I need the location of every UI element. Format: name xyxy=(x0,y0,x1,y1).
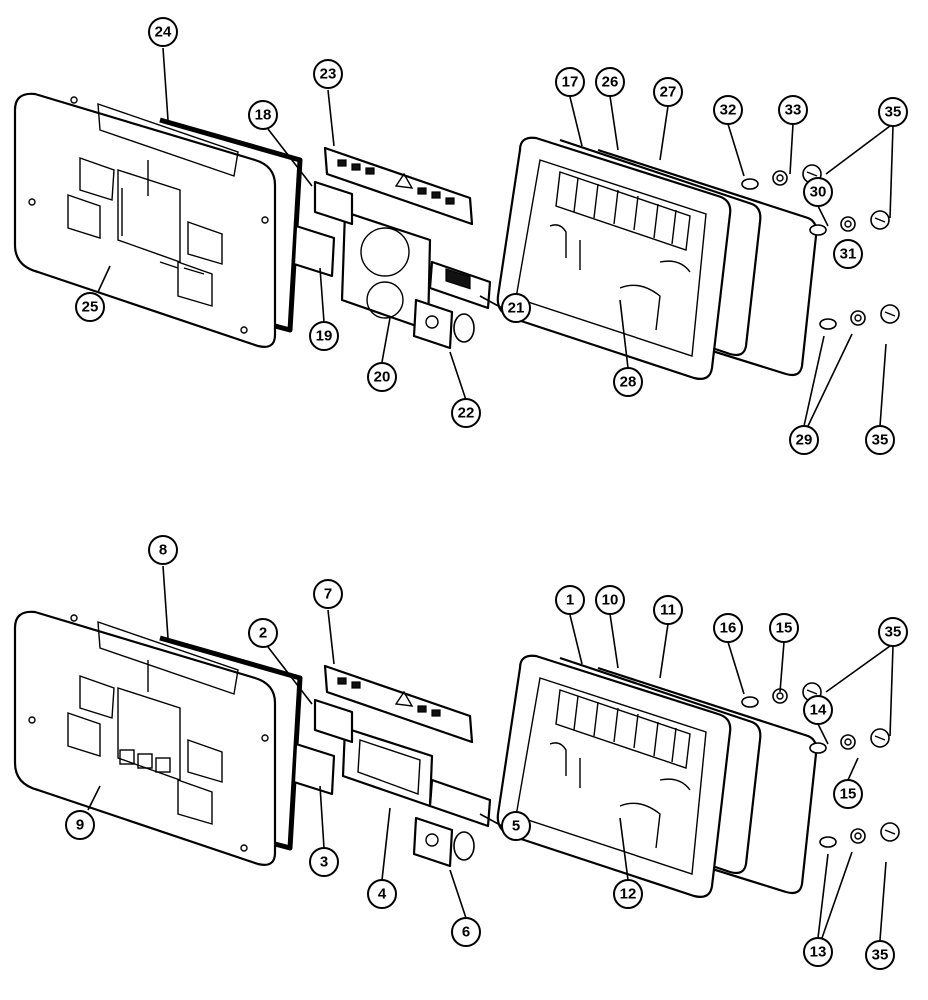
svg-text:33: 33 xyxy=(785,102,802,119)
callout-9: 9 xyxy=(65,810,95,840)
top-assembly xyxy=(13,92,900,380)
svg-text:15: 15 xyxy=(776,620,793,637)
svg-text:27: 27 xyxy=(660,84,677,101)
svg-text:4: 4 xyxy=(378,886,387,903)
svg-text:13: 13 xyxy=(810,944,827,961)
svg-text:16: 16 xyxy=(720,620,737,637)
callout-17: 17 xyxy=(555,67,585,97)
svg-text:29: 29 xyxy=(796,432,813,449)
cover-panel-top xyxy=(13,92,277,348)
callout-15: 15 xyxy=(769,613,799,643)
callout-23: 23 xyxy=(313,59,343,89)
svg-text:10: 10 xyxy=(602,592,619,609)
cover-panel-bottom xyxy=(13,610,277,866)
svg-text:20: 20 xyxy=(374,369,391,386)
svg-text:3: 3 xyxy=(320,854,328,871)
switch-module-18 xyxy=(313,180,354,226)
svg-text:32: 32 xyxy=(720,102,737,119)
bulb-set-top-3 xyxy=(819,304,900,330)
callout-35: 35 xyxy=(878,97,908,127)
callout-15: 15 xyxy=(833,779,863,809)
callout-26: 26 xyxy=(595,67,625,97)
callout-14: 14 xyxy=(803,695,833,725)
svg-text:22: 22 xyxy=(458,405,475,422)
svg-text:25: 25 xyxy=(82,299,99,316)
svg-text:8: 8 xyxy=(159,542,167,559)
svg-text:31: 31 xyxy=(840,246,857,263)
svg-text:12: 12 xyxy=(620,886,637,903)
callout-25: 25 xyxy=(75,292,105,322)
svg-text:6: 6 xyxy=(462,924,470,941)
callout-6: 6 xyxy=(451,917,481,947)
housing-top xyxy=(496,136,818,380)
callout-11: 11 xyxy=(653,595,683,625)
callouts: 24 23 18 17 26 27 32 33 35 30 31 25 19 2… xyxy=(65,17,908,970)
callout-10: 10 xyxy=(595,585,625,615)
callout-16: 16 xyxy=(713,613,743,643)
svg-text:11: 11 xyxy=(660,602,676,619)
callout-7: 7 xyxy=(313,579,343,609)
callout-1: 1 xyxy=(555,585,585,615)
callout-12: 12 xyxy=(613,879,643,909)
connector-22 xyxy=(412,298,454,350)
svg-text:9: 9 xyxy=(76,817,84,834)
warning-lamps xyxy=(337,159,455,205)
bottom-assembly xyxy=(13,610,900,898)
svg-text:18: 18 xyxy=(255,107,272,124)
callout-21: 21 xyxy=(501,293,531,323)
callout-31: 31 xyxy=(833,239,863,269)
svg-text:2: 2 xyxy=(259,625,267,642)
svg-text:23: 23 xyxy=(320,66,337,83)
callout-35: 35 xyxy=(865,425,895,455)
svg-text:24: 24 xyxy=(155,24,172,41)
connector-6 xyxy=(412,816,454,868)
callout-20: 20 xyxy=(367,362,397,392)
svg-text:7: 7 xyxy=(324,586,332,603)
svg-text:26: 26 xyxy=(602,74,619,91)
svg-text:17: 17 xyxy=(562,74,579,91)
callout-18: 18 xyxy=(248,100,278,130)
callout-13: 13 xyxy=(803,937,833,967)
housing-bottom xyxy=(496,654,818,898)
callout-2: 2 xyxy=(248,618,278,648)
svg-text:30: 30 xyxy=(810,184,827,201)
callout-3: 3 xyxy=(309,847,339,877)
callout-24: 24 xyxy=(148,17,178,47)
svg-text:35: 35 xyxy=(872,432,889,449)
callout-27: 27 xyxy=(653,77,683,107)
callout-5: 5 xyxy=(501,811,531,841)
callout-8: 8 xyxy=(148,535,178,565)
svg-text:14: 14 xyxy=(810,702,827,719)
svg-text:35: 35 xyxy=(885,104,902,121)
callout-35: 35 xyxy=(865,940,895,970)
svg-text:21: 21 xyxy=(508,300,525,317)
svg-text:35: 35 xyxy=(885,624,902,641)
svg-text:35: 35 xyxy=(872,947,889,964)
svg-text:15: 15 xyxy=(840,786,857,803)
callout-29: 29 xyxy=(789,425,819,455)
callout-19: 19 xyxy=(309,321,339,351)
bulb-set-bottom-3 xyxy=(819,822,900,848)
callout-22: 22 xyxy=(451,398,481,428)
callout-33: 33 xyxy=(778,95,808,125)
svg-text:5: 5 xyxy=(512,818,520,835)
connector-5 xyxy=(428,778,492,828)
callout-30: 30 xyxy=(803,177,833,207)
switch-module-2 xyxy=(313,698,354,744)
svg-text:1: 1 xyxy=(566,592,574,609)
callout-32: 32 xyxy=(713,95,743,125)
callout-35: 35 xyxy=(878,617,908,647)
callout-4: 4 xyxy=(367,879,397,909)
switch-module-19 xyxy=(292,224,336,278)
svg-text:19: 19 xyxy=(316,328,333,345)
svg-text:28: 28 xyxy=(620,374,637,391)
switch-module-3 xyxy=(292,742,336,796)
callout-28: 28 xyxy=(613,367,643,397)
